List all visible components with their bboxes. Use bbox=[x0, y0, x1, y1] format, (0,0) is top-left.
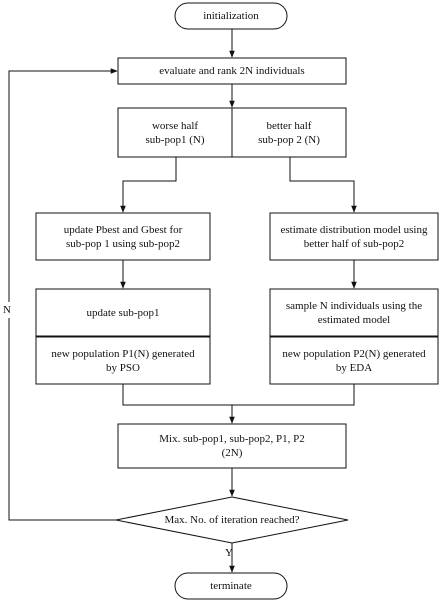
connector-split-left bbox=[120, 157, 177, 213]
new-pop-eda-box: new population P2(N) generated by EDA bbox=[282, 347, 426, 374]
mix-box: Mix. sub-pop1, sub-pop2, P1, P2 (2N) bbox=[159, 433, 305, 459]
update-subpop1-box: update sub-pop1 bbox=[86, 306, 160, 319]
connector-loop-back bbox=[8, 68, 118, 521]
sample-individuals-box-shape bbox=[269, 288, 439, 337]
start-terminal-shape bbox=[174, 2, 288, 30]
worse-half-box: worse half sub-pop1 (N) bbox=[145, 119, 205, 146]
decision-diamond: Max. No. of iteration reached? bbox=[164, 514, 300, 526]
update-subpop1-box-shape bbox=[35, 288, 211, 337]
new-pop-pso-box: new population P1(N) generated by PSO bbox=[51, 347, 195, 374]
no-label: N bbox=[3, 302, 11, 318]
better-half-box: better half sub-pop 2 (N) bbox=[258, 119, 320, 146]
sample-individuals-box: sample N individuals using the estimated… bbox=[285, 299, 423, 326]
estimate-model-box: estimate distribution model using better… bbox=[280, 223, 428, 250]
yes-label: Y bbox=[225, 547, 233, 559]
terminate-terminal: terminate bbox=[210, 580, 252, 592]
update-best-box: update Pbest and Gbest for sub-pop 1 usi… bbox=[63, 223, 183, 250]
end-terminal-shape bbox=[174, 572, 288, 600]
connector-split-right bbox=[289, 157, 357, 213]
connector-pso-join bbox=[122, 384, 355, 406]
initialization-terminal: initialization bbox=[203, 10, 259, 22]
evaluate-rank-box: evaluate and rank 2N individuals bbox=[159, 65, 305, 77]
